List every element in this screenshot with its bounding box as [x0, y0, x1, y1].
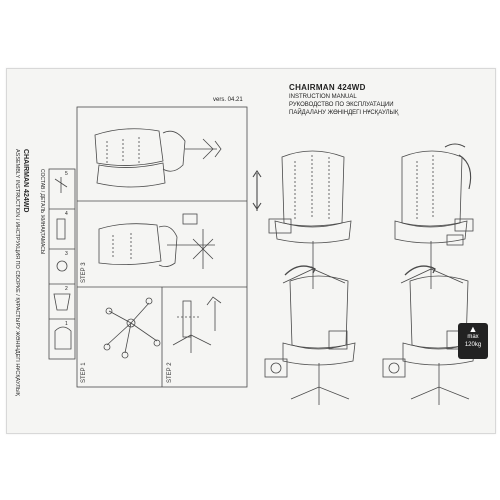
assembly-instruction-label: ASSEMBLY INSTRUCTION / ИНСТРУКЦИЯ ПО СБО… — [14, 149, 20, 396]
part-number-2: 2 — [65, 286, 68, 292]
panel-middle-chair — [98, 213, 215, 269]
part-number-4: 4 — [65, 211, 68, 217]
part-sketch-caster — [56, 260, 68, 272]
version-label: vers. 04.21 — [213, 97, 243, 103]
panel-step2-gaslift — [172, 296, 222, 353]
model-title: CHAIRMAN 424WD — [289, 83, 366, 92]
max-weight-label: max — [467, 334, 479, 340]
parts-list-label: СОСТАВ / ДЕТАЛЬ ЖИНАҚТАМАСЫ — [39, 169, 45, 255]
instruction-manual-en: INSTRUCTION MANUAL — [289, 94, 357, 100]
step2-label: STEP 2 — [167, 362, 173, 383]
max-weight-value: 120kg — [464, 342, 482, 348]
part-number-3: 3 — [65, 251, 68, 257]
part-sketch-seat — [53, 293, 71, 311]
step1-label: STEP 1 — [81, 362, 87, 383]
part-sketch-base — [54, 177, 68, 193]
step3-label: STEP 3 — [81, 262, 87, 283]
parts-list-box — [48, 168, 76, 360]
weight-icon: ▲ — [468, 324, 478, 334]
chair-view-1 — [252, 150, 352, 289]
panel-step1-base — [103, 297, 161, 359]
max-weight-badge: ▲ max 120kg — [458, 323, 488, 359]
assembly-illustrations — [48, 106, 476, 405]
instruction-sheet: CHAIRMAN 424WD ASSEMBLY INSTRUCTION / ИН… — [6, 68, 496, 434]
part-number-1: 1 — [65, 321, 68, 327]
model-label-rotated: CHAIRMAN 424WD — [22, 149, 29, 213]
part-sketch-back — [54, 326, 72, 350]
chair-view-2 — [394, 143, 474, 289]
part-sketch-gaslift — [56, 218, 66, 240]
chair-view-3 — [264, 265, 356, 405]
part-number-5: 5 — [65, 171, 68, 177]
panel-top-chair — [94, 128, 222, 188]
instruction-manual-ru: РУКОВОДСТВО ПО ЭКСПЛУАТАЦИИ — [289, 102, 394, 108]
instruction-manual-kz: ПАЙДАЛАНУ ЖӨНІНДЕГІ НҰСҚАУЛЫҚ — [289, 110, 399, 116]
